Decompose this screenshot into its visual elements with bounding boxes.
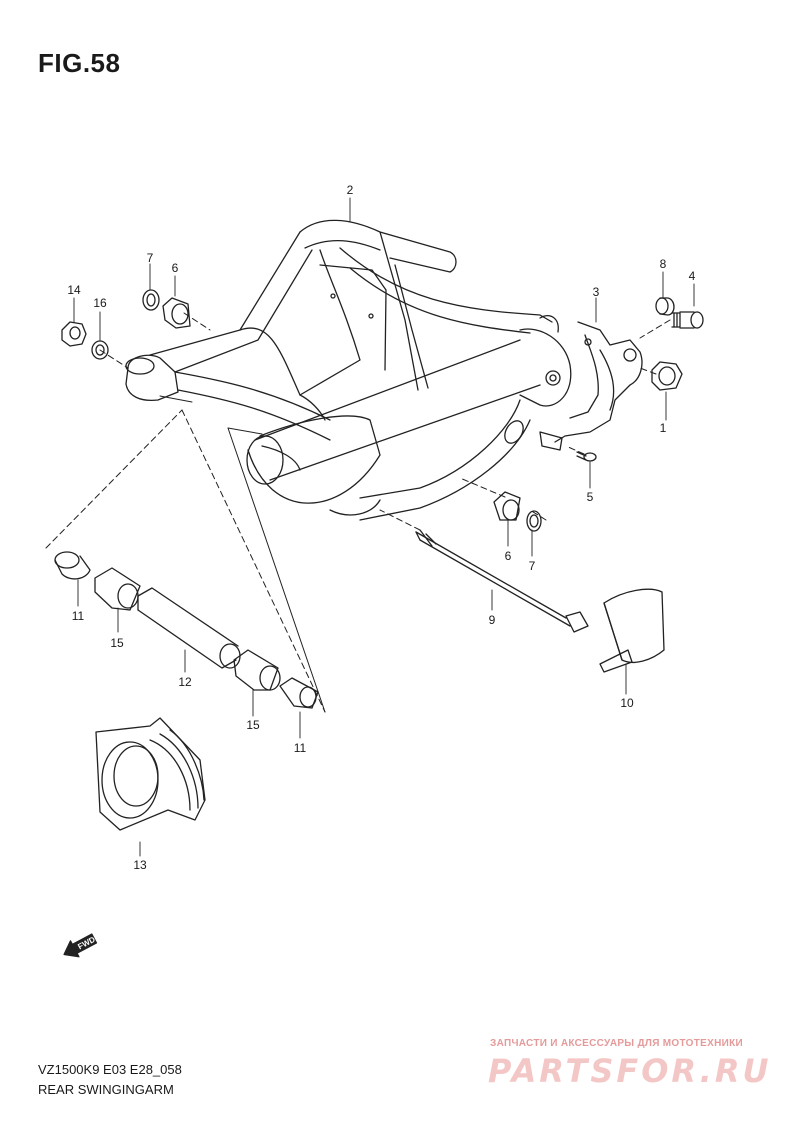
- callout-16: 16: [93, 296, 107, 310]
- part-6-bearing-lower: [493, 491, 521, 521]
- part-15-bearing-left: [94, 567, 141, 611]
- part-6-bearing-upper: [162, 297, 191, 329]
- swingarm-frame: [125, 219, 572, 521]
- callout-2: 2: [346, 183, 354, 197]
- watermark-tagline: ЗАПЧАСТИ И АКСЕССУАРЫ ДЛЯ МОТОТЕХНИКИ: [490, 1038, 743, 1049]
- figure-title: FIG.58: [38, 48, 121, 78]
- watermark-brand-logo: PARTSFOR.RU: [488, 1052, 772, 1090]
- callout-1: 1: [659, 421, 667, 435]
- part-9-pivot-shaft: [415, 529, 589, 633]
- callout-5: 5: [586, 490, 594, 504]
- callout-9: 9: [488, 613, 496, 627]
- model-code: VZ1500K9 E03 E28_058: [38, 1062, 182, 1077]
- callout-13: 13: [133, 858, 147, 872]
- callout-7-upper: 7: [146, 251, 154, 265]
- callout-3: 3: [592, 285, 600, 299]
- part-11-bushing-left: [54, 551, 91, 580]
- part-12-spacer-tube: [137, 587, 241, 669]
- callout-11-right: 11: [293, 741, 307, 755]
- callout-15-right: 15: [246, 718, 260, 732]
- part-13-boot: [95, 717, 206, 831]
- part-16-washer: [91, 340, 109, 360]
- callout-8: 8: [659, 257, 667, 271]
- callout-6-lower: 6: [504, 549, 512, 563]
- part-7-washer-lower: [526, 510, 542, 532]
- callout-6-upper: 6: [171, 261, 179, 275]
- part-8-collar: [655, 297, 675, 316]
- callout-10: 10: [620, 696, 634, 710]
- leader-lines: [73, 197, 695, 857]
- bracket-lines: [159, 395, 326, 713]
- part-15-bearing-right: [233, 649, 281, 691]
- callout-14: 14: [67, 283, 81, 297]
- part-11-bushing-right: [279, 677, 319, 709]
- part-7-washer-upper: [142, 289, 160, 311]
- part-10-shield: [599, 588, 665, 673]
- callout-4: 4: [688, 269, 696, 283]
- part-5-screw: [576, 451, 597, 462]
- part-1-nut: [651, 361, 683, 391]
- section-name: REAR SWINGINGARM: [38, 1082, 174, 1097]
- part-4-bolt: [671, 311, 704, 329]
- explode-lines: [45, 312, 671, 713]
- callout-11-left: 11: [71, 609, 85, 623]
- brake-torque-plate: [539, 321, 643, 451]
- fwd-arrow-icon: FWD: [63, 933, 98, 958]
- part-14-nut: [61, 321, 87, 347]
- callout-7-lower: 7: [528, 559, 536, 573]
- callout-15-left: 15: [110, 636, 124, 650]
- callout-12: 12: [178, 675, 192, 689]
